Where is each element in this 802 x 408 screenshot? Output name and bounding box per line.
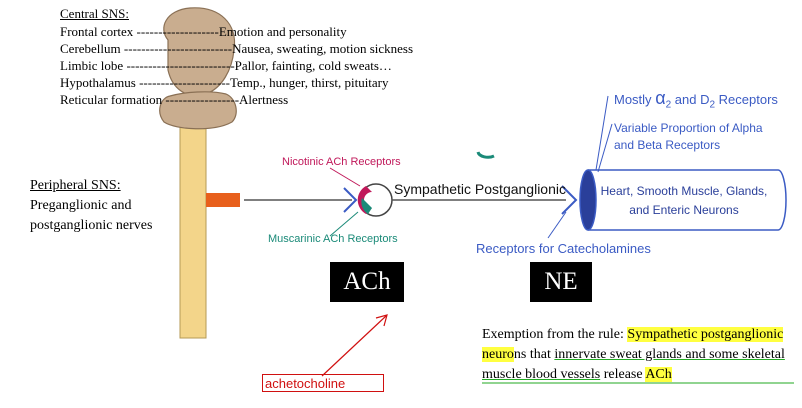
- target-line: Heart, Smooth Muscle, Glands,: [600, 184, 768, 198]
- target-organs-label: Heart, Smooth Muscle, Glands, and Enteri…: [596, 182, 772, 220]
- variable-line: and Beta Receptors: [614, 138, 721, 152]
- exemption-mid: ns that: [513, 347, 555, 362]
- target-organ-cylinder: [579, 169, 787, 231]
- muscarinic-label: Muscarinic ACh Receptors: [268, 233, 398, 245]
- central-sns-title: Central SNS:: [60, 6, 129, 21]
- exemption-note: Exemption from the rule: Sympathetic pos…: [482, 325, 794, 385]
- ganglion-neuron-icon: [357, 183, 393, 217]
- preganglionic-origin: [206, 193, 240, 207]
- peripheral-sns-title: Peripheral SNS:: [30, 178, 121, 193]
- postganglionic-label: Sympathetic Postganglionic: [394, 181, 566, 197]
- alpha-subscript: 2: [665, 99, 672, 111]
- mostly-receptors-label: Mostly α2 and D2 Receptors: [614, 88, 778, 111]
- peripheral-sns-body: Preganglionic and postganglionic nerves: [30, 198, 153, 233]
- small-arc-icon: [476, 151, 495, 159]
- central-row: Reticular formation -----------------Ale…: [60, 91, 413, 108]
- acetylcholine-annotation: achetocholine: [262, 374, 384, 392]
- receptors-word: Receptors: [718, 92, 778, 107]
- highlight-ach: ACh: [645, 367, 672, 382]
- release-word: release: [600, 367, 646, 382]
- mostly-leader: [595, 95, 609, 171]
- region-label: Hypothalamus: [60, 75, 136, 90]
- and-d-word: and D: [674, 92, 710, 107]
- spinal-cord: [179, 117, 207, 339]
- dash-leader: -------------------------: [126, 58, 235, 73]
- dash-leader: ---------------------: [139, 75, 230, 90]
- muscarinic-leader: [329, 211, 359, 237]
- red-arrow-icon: [321, 314, 388, 377]
- region-label: Cerebellum: [60, 41, 121, 56]
- dash-leader: -----------------: [165, 92, 240, 107]
- region-label: Frontal cortex: [60, 24, 134, 39]
- nicotinic-label: Nicotinic ACh Receptors: [282, 156, 401, 168]
- exemption-prefix: Exemption from the rule:: [482, 327, 628, 342]
- synapse-arrow-icon: [343, 187, 358, 213]
- target-line: and Enteric Neurons: [629, 203, 739, 217]
- underlined-targets: innervate sweat glands and some skeletal…: [482, 347, 785, 382]
- d-subscript: 2: [709, 99, 716, 111]
- region-label: Reticular formation: [60, 92, 163, 107]
- effect-label: Emotion and personality: [218, 24, 347, 39]
- effect-label: Nausea, sweating, motion sickness: [232, 41, 414, 56]
- brain-icon: [159, 7, 237, 130]
- effect-label: Temp., hunger, thirst, pituitary: [230, 75, 389, 90]
- central-row: Frontal cortex -------------------Emotio…: [60, 23, 413, 40]
- target-synapse-icon: [561, 185, 578, 215]
- central-row: Hypothalamus ---------------------Temp.,…: [60, 74, 413, 91]
- effect-label: Pallor, fainting, cold sweats…: [234, 58, 392, 73]
- ach-box: ACh: [330, 262, 404, 302]
- dash-leader: -------------------------: [123, 41, 233, 56]
- alpha-symbol: α: [655, 88, 666, 108]
- region-label: Limbic lobe: [60, 58, 124, 73]
- mostly-word: Mostly: [614, 92, 652, 107]
- dash-leader: -------------------: [136, 24, 219, 39]
- variable-line: Variable Proportion of Alpha: [614, 121, 763, 135]
- variable-leader: [597, 123, 613, 173]
- variable-proportion-label: Variable Proportion of Alpha and Beta Re…: [614, 120, 763, 154]
- central-row: Limbic lobe -------------------------Pal…: [60, 57, 413, 74]
- peripheral-sns: Peripheral SNS: Preganglionic and postga…: [30, 176, 170, 236]
- central-sns-list: Frontal cortex -------------------Emotio…: [60, 23, 413, 108]
- ne-box: NE: [530, 262, 592, 302]
- nicotinic-leader: [329, 167, 361, 187]
- effect-label: Alertness: [239, 92, 289, 107]
- catecholamine-leader: [547, 211, 567, 239]
- catecholamine-label: Receptors for Catecholamines: [476, 241, 651, 256]
- central-row: Cerebellum -------------------------Naus…: [60, 40, 413, 57]
